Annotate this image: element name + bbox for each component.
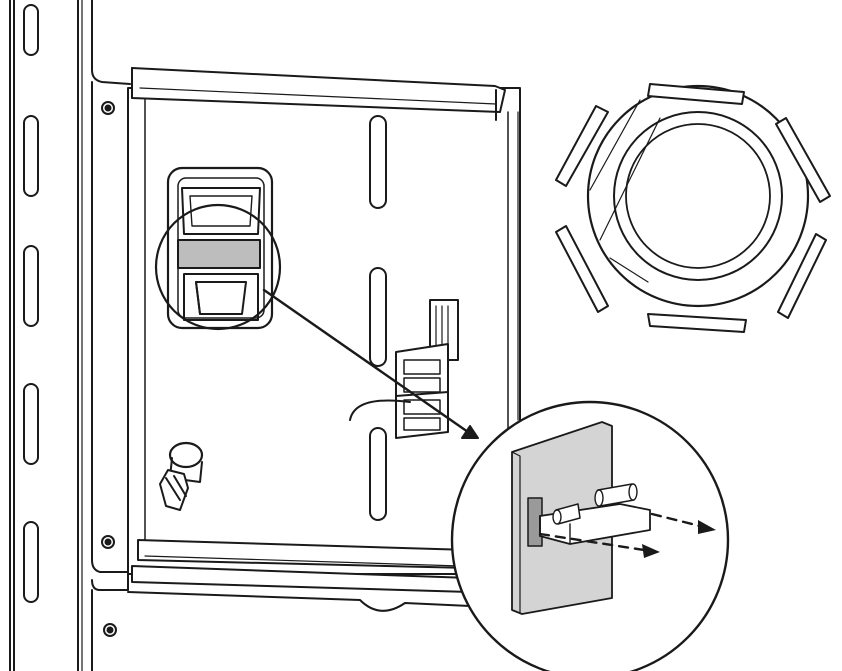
- screw-icon: [101, 535, 115, 549]
- magnifier-circle-small: [154, 203, 282, 331]
- screw-icon: [103, 623, 117, 637]
- top-flange: [131, 67, 506, 121]
- screw-icon: [101, 101, 115, 115]
- fuse-icon: [552, 503, 581, 525]
- panel-slot: [369, 427, 387, 521]
- guide-tab: [647, 313, 747, 333]
- guide-tab: [777, 233, 827, 319]
- back-frame: [91, 0, 131, 671]
- iec-socket: [181, 187, 261, 235]
- panel-slot: [369, 115, 387, 209]
- leader-line: [262, 288, 470, 434]
- left-rail: [9, 0, 83, 671]
- dashed-arrow-icon: [650, 512, 716, 534]
- terminal-block: [349, 299, 459, 439]
- fuse-icon: [594, 483, 638, 507]
- bottom-flange: [127, 539, 471, 612]
- rail-slot: [23, 115, 39, 197]
- rail-slot: [23, 521, 39, 603]
- fuse-drawer-detail: [511, 421, 651, 615]
- guide-tab: [647, 83, 745, 105]
- panel-slot: [369, 267, 387, 367]
- cable-gland: [159, 441, 204, 511]
- panel-slots: [369, 115, 387, 521]
- rail-slot: [23, 4, 39, 56]
- guide-tab: [775, 117, 831, 203]
- leader-arrowhead: [461, 425, 479, 439]
- guide-tab: [555, 105, 609, 187]
- rail-slots: [23, 4, 39, 603]
- fuse-drawer-small: [177, 239, 261, 269]
- rocker-switch-icon: [183, 273, 259, 321]
- guide-tabs: [555, 83, 831, 333]
- rail-slot: [23, 383, 39, 465]
- round-opening: [586, 84, 810, 308]
- dashed-arrow-icon: [538, 532, 660, 558]
- rail-slot: [23, 245, 39, 327]
- guide-tab: [555, 225, 609, 313]
